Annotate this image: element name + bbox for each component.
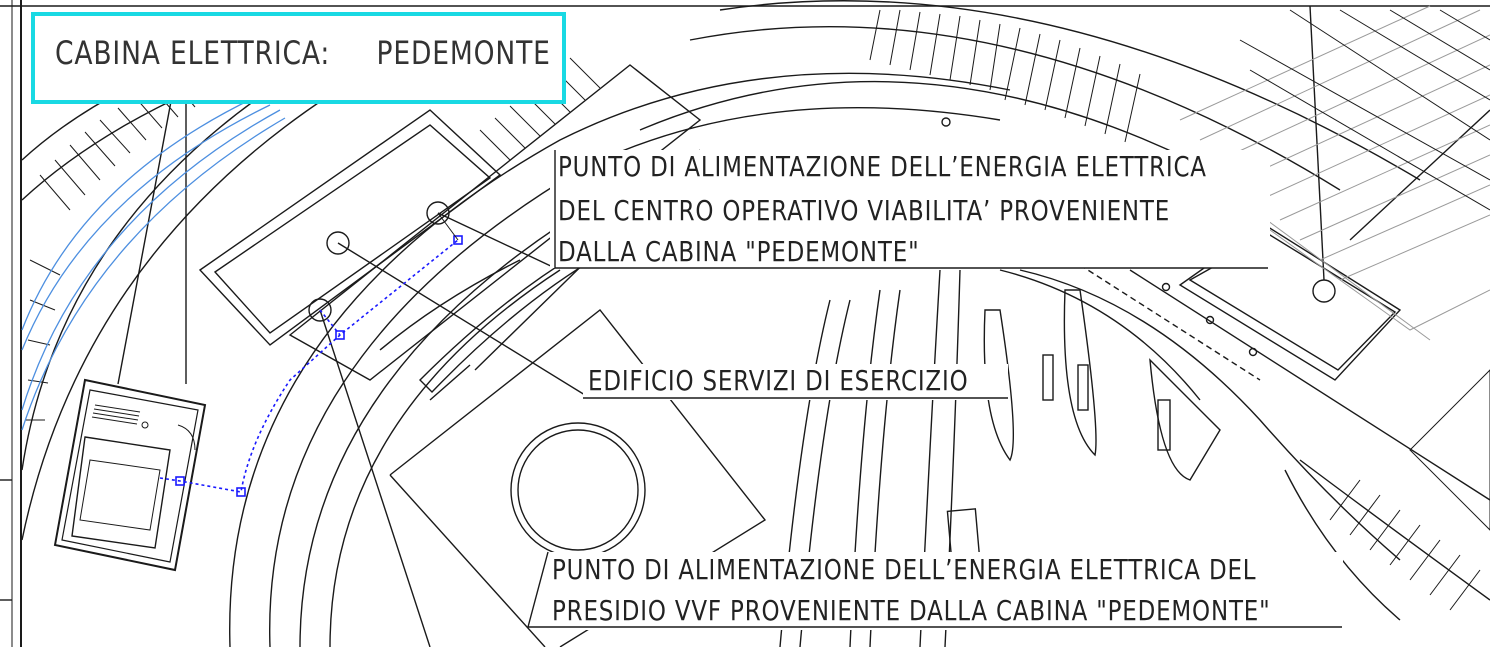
cabina-label: CABINA ELETTRICA: xyxy=(55,34,331,72)
cabina-name: PEDEMONTE xyxy=(376,34,551,72)
cabina-title: CABINA ELETTRICA: PEDEMONTE xyxy=(55,34,551,72)
annotation-presidio-line1: PUNTO DI ALIMENTAZIONE DELL’ENERGIA ELET… xyxy=(552,553,1257,586)
annotation-centro-line1: PUNTO DI ALIMENTAZIONE DELL’ENERGIA ELET… xyxy=(558,150,1207,183)
cabina-title-box: CABINA ELETTRICA: PEDEMONTE xyxy=(31,12,566,104)
annotation-presidio-line2: PRESIDIO VVF PROVENIENTE DALLA CABINA "P… xyxy=(552,594,1271,627)
annotation-edificio: EDIFICIO SERVIZI DI ESERCIZIO xyxy=(588,364,969,397)
annotation-centro-line3: DALLA CABINA "PEDEMONTE" xyxy=(558,235,920,268)
annotation-centro-line2: DEL CENTRO OPERATIVO VIABILITA’ PROVENIE… xyxy=(558,194,1171,227)
